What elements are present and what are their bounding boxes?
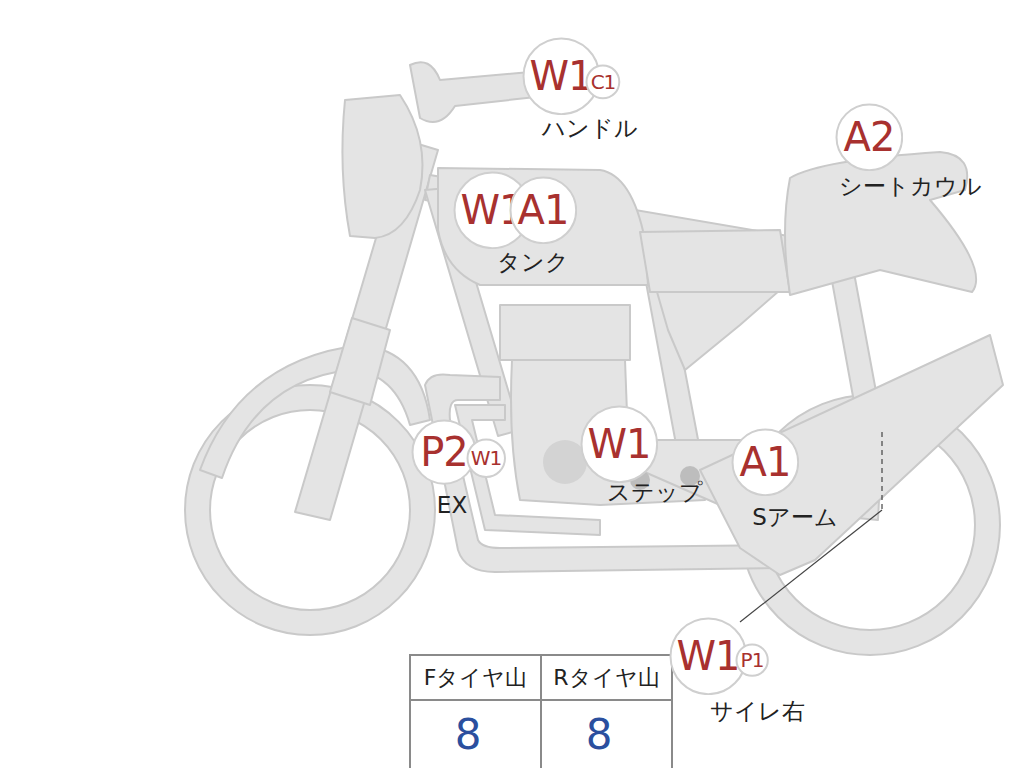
part-name: シートカウル: [839, 175, 982, 198]
circle-shape: [412, 420, 475, 483]
damage-code: W1: [587, 424, 650, 464]
muffler: [700, 335, 1003, 575]
code-circle: A1: [731, 428, 800, 497]
code-circle: A1: [509, 176, 578, 245]
circle-shape: [467, 439, 504, 476]
damage-code: W1: [529, 56, 592, 96]
seat: [640, 230, 790, 292]
code-circle: W1: [669, 617, 748, 696]
table-value: 8: [455, 714, 482, 756]
headlight: [342, 95, 422, 238]
part-name: サイレ右: [710, 700, 805, 723]
part-name: タンク: [497, 251, 569, 274]
circle-shape: [836, 104, 902, 170]
table-header: Rタイヤ山: [553, 667, 659, 689]
seat-cowl: [785, 152, 976, 295]
part-name: ステップ: [607, 481, 703, 504]
engine-head: [500, 305, 630, 360]
damage-code: P2: [420, 432, 468, 472]
table-divider: [540, 655, 542, 768]
leader-line: [881, 432, 882, 510]
part-name: EX: [437, 494, 467, 517]
circle-shape: [587, 66, 620, 99]
damage-code: A1: [518, 190, 569, 230]
damage-code: W1: [676, 636, 739, 676]
code-circle: C1: [585, 64, 621, 100]
circle-shape: [736, 644, 767, 675]
circle-shape: [732, 429, 798, 495]
table-value: 8: [586, 714, 613, 756]
circle-shape: [510, 177, 576, 243]
part-name: ハンドル: [542, 117, 638, 140]
code-circle: W1: [466, 438, 506, 478]
code-circle: W1: [580, 405, 659, 484]
code-circle: P1: [735, 643, 769, 677]
damage-code: C1: [591, 72, 616, 92]
code-circle: P2: [411, 419, 477, 485]
code-circle: A2: [835, 103, 904, 172]
part-name: Sアーム: [752, 506, 838, 529]
circle-shape: [670, 618, 746, 694]
side-cover: [655, 285, 780, 370]
engine-block: [511, 360, 705, 505]
fork-cover: [330, 318, 390, 405]
fuel-tank: [438, 168, 648, 285]
table-divider: [410, 699, 672, 701]
damage-code: W1: [471, 448, 502, 468]
circle-shape: [581, 406, 657, 482]
tire-table: [410, 655, 672, 768]
exhaust-pipe-2: [455, 405, 600, 535]
damage-code: P1: [741, 650, 764, 670]
table-header: Fタイヤ山: [424, 667, 528, 689]
damage-code: A2: [844, 117, 895, 157]
damage-code: A1: [740, 442, 791, 482]
